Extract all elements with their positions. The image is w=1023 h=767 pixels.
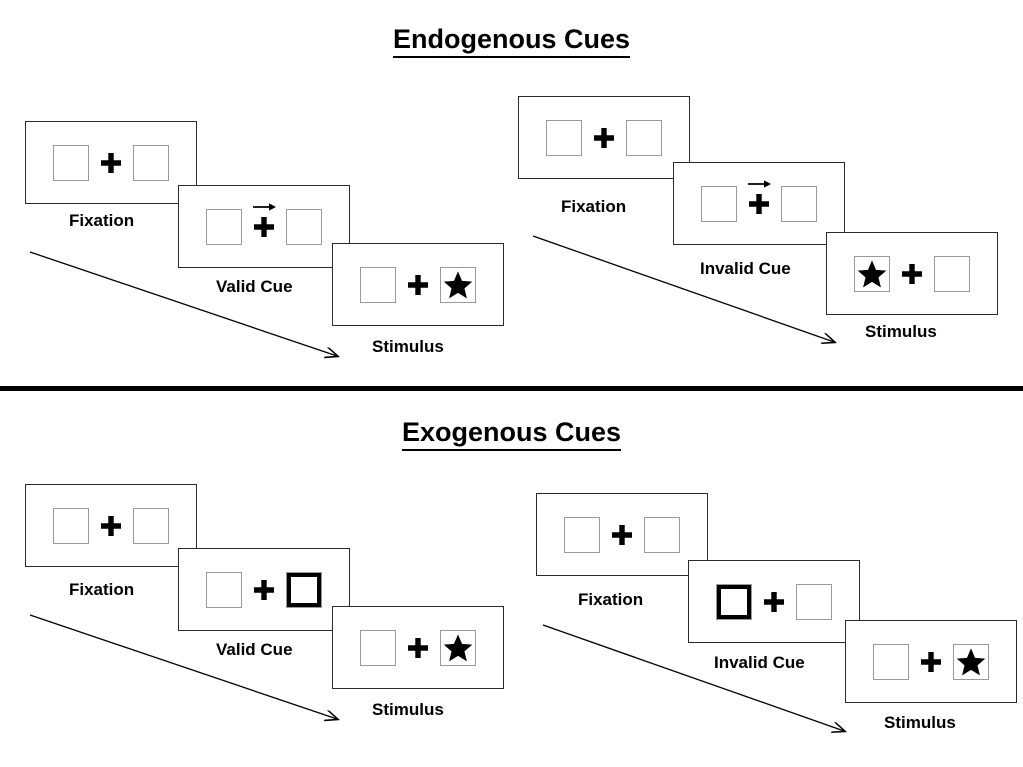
trial-frame-valid-cue xyxy=(178,548,350,631)
section-title-exogenous: Exogenous Cues xyxy=(0,417,1023,451)
trial-frame-fixation xyxy=(25,121,197,204)
placeholder-box-left xyxy=(53,507,89,544)
placeholder-box-left xyxy=(206,571,242,608)
fixation-center xyxy=(582,116,626,160)
frame-caption-fixation: Fixation xyxy=(69,211,135,230)
trial-frame-stimulus xyxy=(826,232,998,315)
fixation-cross-icon xyxy=(408,274,428,295)
section-title-endogenous: Endogenous Cues xyxy=(0,24,1023,58)
fixation-cross-icon xyxy=(749,193,769,214)
timeline-arrow-exogenous-valid xyxy=(29,614,355,732)
fixation-cross-icon xyxy=(902,263,922,284)
timeline-arrow-endogenous-valid xyxy=(29,251,355,369)
section-divider xyxy=(0,386,1023,391)
star-stimulus-icon xyxy=(956,647,986,675)
placeholder-box-left xyxy=(53,144,89,181)
placeholder-box-left xyxy=(206,208,242,245)
frame-caption-stimulus: Stimulus xyxy=(372,337,444,356)
placeholder-box-right xyxy=(796,583,832,620)
fixation-center xyxy=(737,179,781,226)
arrow-right-cue-icon xyxy=(253,202,277,211)
fixation-cross-icon xyxy=(764,591,784,612)
section-title-exogenous-text: Exogenous Cues xyxy=(401,417,622,451)
trial-frame-fixation xyxy=(518,96,690,179)
frame-content xyxy=(827,233,997,314)
arrow-right-cue-icon xyxy=(748,179,772,188)
frame-caption-fixation: Fixation xyxy=(561,197,627,216)
timeline-arrow-exogenous-invalid xyxy=(542,624,868,747)
fixation-cross-icon xyxy=(101,515,121,536)
placeholder-box-right xyxy=(781,185,817,222)
stimulus-box-right xyxy=(440,266,476,303)
frame-caption-stimulus: Stimulus xyxy=(884,713,956,732)
star-stimulus-icon xyxy=(443,633,473,661)
fixation-center xyxy=(242,202,286,249)
fixation-center xyxy=(600,513,644,557)
trial-frame-fixation xyxy=(536,493,708,576)
frame-caption-stimulus: Stimulus xyxy=(372,700,444,719)
placeholder-box-right xyxy=(626,119,662,156)
trial-frame-invalid-cue xyxy=(688,560,860,643)
frame-caption-valid-cue: Valid Cue xyxy=(216,640,293,659)
frame-content xyxy=(537,494,707,575)
frame-caption-fixation: Fixation xyxy=(69,580,135,599)
placeholder-box-left xyxy=(873,643,909,680)
frame-content xyxy=(179,549,349,630)
trial-frame-stimulus xyxy=(332,243,504,326)
frame-content xyxy=(179,186,349,267)
trial-frame-valid-cue xyxy=(178,185,350,268)
placeholder-box-left xyxy=(360,266,396,303)
placeholder-box-left xyxy=(546,119,582,156)
fixation-cross-icon xyxy=(594,127,614,148)
frame-content xyxy=(26,122,196,203)
frame-content xyxy=(26,485,196,566)
placeholder-box-left xyxy=(360,629,396,666)
frame-caption-stimulus: Stimulus xyxy=(865,322,937,341)
star-stimulus-icon xyxy=(857,259,887,287)
peripheral-cue-box-left xyxy=(716,583,752,620)
fixation-center xyxy=(89,504,133,548)
placeholder-box-left xyxy=(701,185,737,222)
fixation-center xyxy=(752,580,796,624)
trial-frame-stimulus xyxy=(845,620,1017,703)
trial-frame-stimulus xyxy=(332,606,504,689)
fixation-center xyxy=(242,568,286,612)
star-stimulus-icon xyxy=(443,270,473,298)
frame-caption-invalid-cue: Invalid Cue xyxy=(700,259,791,278)
peripheral-cue-box-right xyxy=(286,571,322,608)
frame-content xyxy=(519,97,689,178)
placeholder-box-right xyxy=(934,255,970,292)
fixation-cross-icon xyxy=(408,637,428,658)
trial-frame-invalid-cue xyxy=(673,162,845,245)
placeholder-box-left xyxy=(564,516,600,553)
stimulus-box-right xyxy=(440,629,476,666)
stimulus-box-right xyxy=(953,643,989,680)
fixation-center xyxy=(89,141,133,185)
trial-frame-fixation xyxy=(25,484,197,567)
fixation-center xyxy=(890,252,934,296)
fixation-cross-icon xyxy=(101,152,121,173)
frame-content xyxy=(846,621,1016,702)
placeholder-box-right xyxy=(286,208,322,245)
fixation-cross-icon xyxy=(921,651,941,672)
fixation-center xyxy=(909,640,953,684)
frame-caption-invalid-cue: Invalid Cue xyxy=(714,653,805,672)
fixation-center xyxy=(396,626,440,670)
frame-content xyxy=(674,163,844,244)
frame-content xyxy=(333,244,503,325)
fixation-cross-icon xyxy=(612,524,632,545)
placeholder-box-right xyxy=(133,507,169,544)
frame-content xyxy=(333,607,503,688)
placeholder-box-right xyxy=(133,144,169,181)
stimulus-box-left xyxy=(854,255,890,292)
frame-caption-valid-cue: Valid Cue xyxy=(216,277,293,296)
frame-content xyxy=(689,561,859,642)
frame-caption-fixation: Fixation xyxy=(578,590,644,609)
placeholder-box-right xyxy=(644,516,680,553)
fixation-center xyxy=(396,263,440,307)
timeline-arrow-endogenous-invalid xyxy=(532,235,858,358)
section-title-endogenous-text: Endogenous Cues xyxy=(392,24,630,58)
fixation-cross-icon xyxy=(254,579,274,600)
fixation-cross-icon xyxy=(254,216,274,237)
